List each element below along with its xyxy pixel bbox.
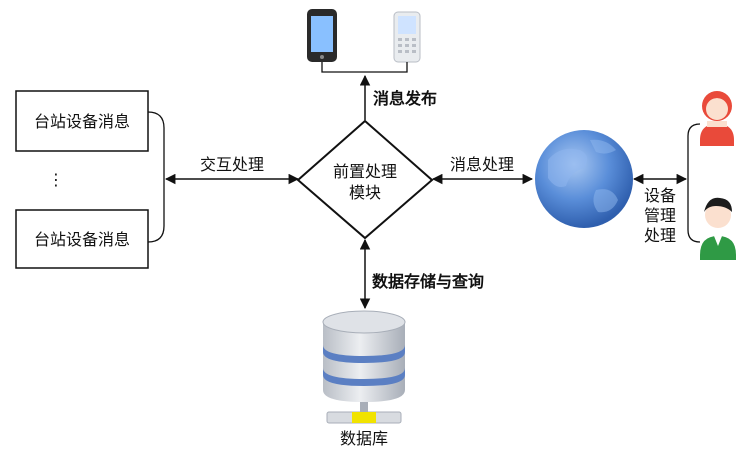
label-publish: 消息发布 (373, 89, 437, 108)
feature-phone-icon (393, 11, 421, 63)
label-device-mgmt-3: 处理 (644, 226, 676, 245)
user-avatar-green-icon (700, 197, 736, 260)
database-icon (322, 310, 406, 424)
smartphone-icon (307, 9, 337, 62)
label-storage-query: 数据存储与查询 (372, 272, 484, 291)
group-brace (147, 111, 165, 243)
center-module-diamond (296, 119, 434, 240)
station-box-bottom (15, 209, 149, 269)
label-interaction: 交互处理 (200, 155, 264, 174)
phones-bracket (321, 62, 408, 73)
label-device-mgmt-2: 管理 (644, 206, 676, 225)
label-device-mgmt-1: 设备 (644, 186, 676, 205)
users-bracket (687, 123, 701, 243)
center-module-label-1: 前置处理 (333, 162, 397, 181)
station-box-bottom-label: 台站设备消息 (34, 230, 130, 249)
station-box-top (15, 90, 149, 152)
station-box-top-label: 台站设备消息 (34, 112, 130, 131)
ellipsis-vertical: ⋮ (48, 170, 64, 189)
center-module-label-2: 模块 (349, 183, 381, 202)
globe-icon (535, 130, 633, 228)
user-avatar-red-icon (700, 91, 734, 146)
label-message-processing: 消息处理 (450, 155, 514, 174)
database-label: 数据库 (340, 429, 388, 448)
